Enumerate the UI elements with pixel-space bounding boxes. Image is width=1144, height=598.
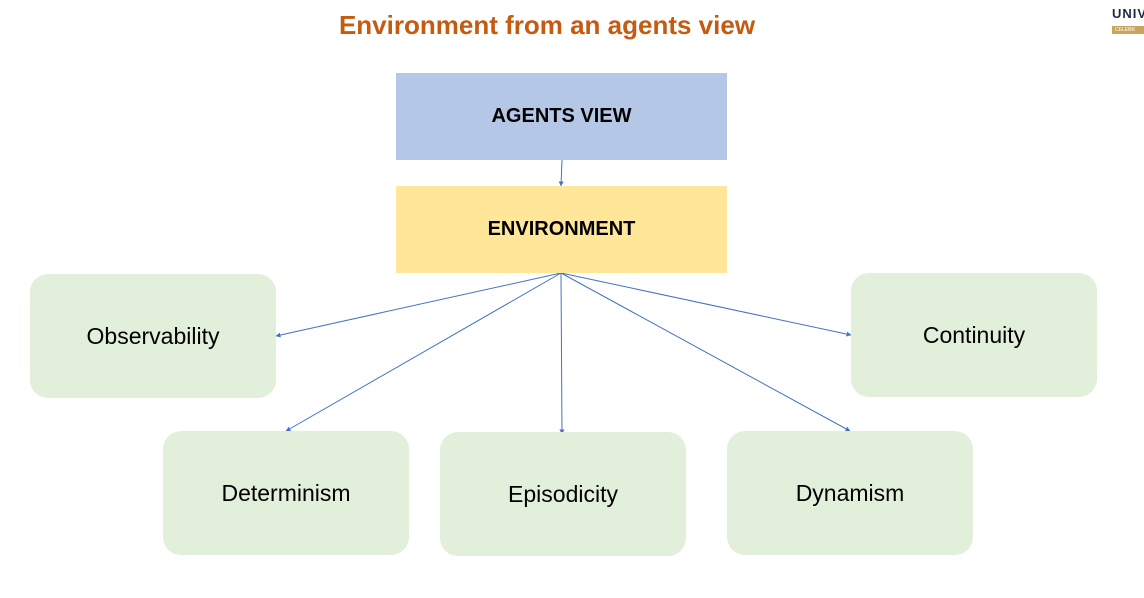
agents-view-label: AGENTS VIEW <box>491 105 632 127</box>
episodicity-box: Episodicity <box>440 432 686 556</box>
determinism-label: Determinism <box>221 479 351 506</box>
observability-label: Observability <box>86 322 220 349</box>
continuity-box: Continuity <box>851 273 1097 397</box>
continuity-label: Continuity <box>922 321 1026 348</box>
connector-to-continuity <box>560 272 852 337</box>
logo-text: UNIV <box>1112 6 1144 21</box>
dynamism-box: Dynamism <box>727 431 973 555</box>
agents-view-box: AGENTS VIEW <box>396 73 727 160</box>
observability-box: Observability <box>30 274 276 398</box>
dynamism-label: Dynamism <box>795 479 905 506</box>
connector-agents-to-environment <box>558 159 564 187</box>
connector-to-dynamism <box>560 272 851 432</box>
connector-to-determinism <box>285 272 562 432</box>
university-logo: UNIV CELEBR <box>1110 6 1144 38</box>
environment-label: ENVIRONMENT <box>487 218 636 240</box>
environment-box: ENVIRONMENT <box>396 186 727 273</box>
connector-to-episodicity <box>559 272 565 435</box>
episodicity-label: Episodicity <box>508 480 618 507</box>
determinism-box: Determinism <box>163 431 409 555</box>
connector-to-observability <box>275 272 562 338</box>
slide-title: Environment from an agents view <box>338 10 756 40</box>
logo-band: CELEBR <box>1112 26 1144 34</box>
